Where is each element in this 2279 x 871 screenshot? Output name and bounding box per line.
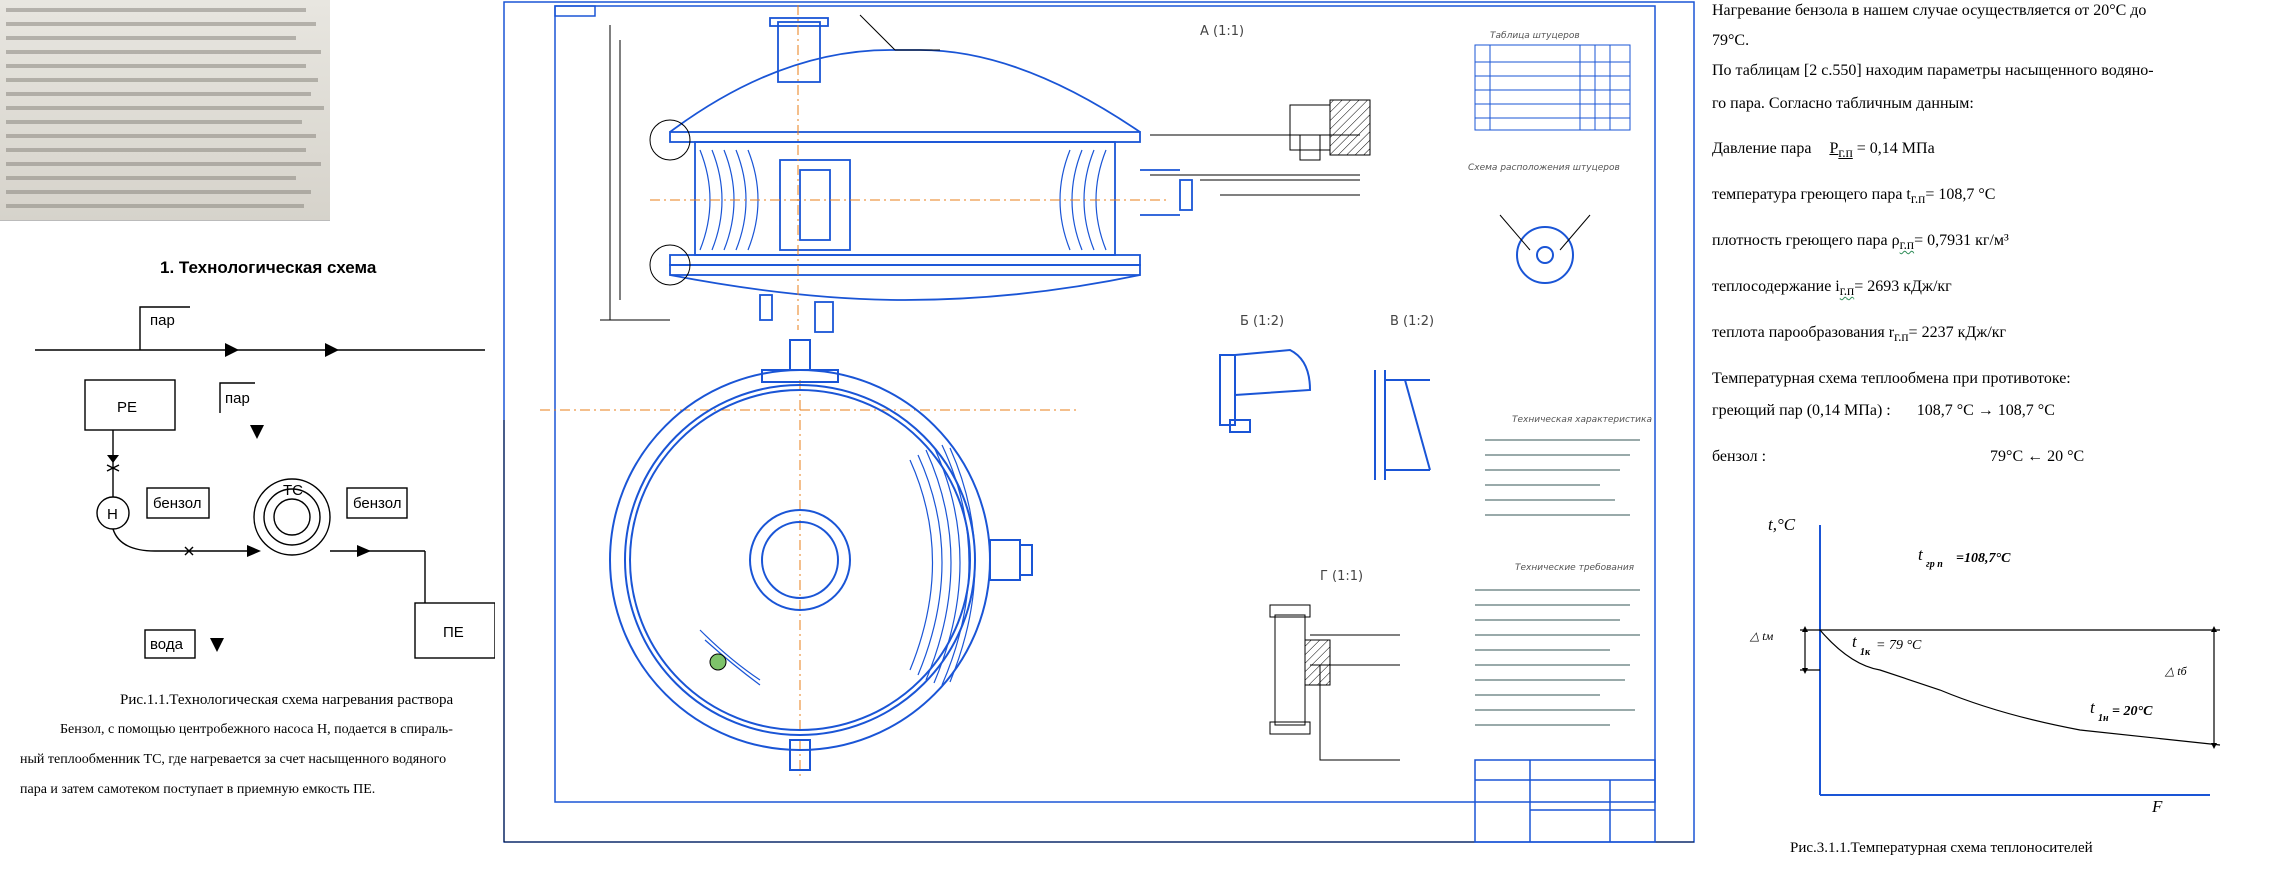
svg-text:= 20°С: = 20°С xyxy=(2112,704,2153,719)
description-line: пара и затем самотеком поступает в прием… xyxy=(20,782,376,797)
arrow-icon xyxy=(225,343,239,357)
engineering-drawing: А (1:1) Таблица штуцеров Схема расположе… xyxy=(503,1,1695,843)
pe-box xyxy=(414,602,495,659)
temperature-row: температура греющего пара tг.п= 108,7 °С xyxy=(1712,186,1996,207)
x-axis-label: F xyxy=(2151,797,2163,816)
left-panel: 1. Технологическая схема xyxy=(0,0,500,871)
re-box xyxy=(84,379,176,431)
arrow-icon xyxy=(357,545,371,557)
steam-label-2: пар xyxy=(225,390,250,407)
description-line: Бензол, с помощью центробежного насоса Н… xyxy=(60,722,453,737)
view-v-label: В (1:2) xyxy=(1390,314,1434,329)
technological-scheme: пар РЕ пар Н бензол ТС бензол вода ПЕ xyxy=(35,306,495,659)
text-line: По таблицам [2 с.550] находим параметры … xyxy=(1712,62,2154,79)
detail-b xyxy=(1219,348,1312,433)
pump-label: Н xyxy=(107,506,118,523)
arrow-down-icon xyxy=(210,638,224,652)
view-b-label: Б (1:2) xyxy=(1240,314,1284,329)
benz-cold-label: t xyxy=(2090,698,2096,717)
scheme-label: Температурная схема теплообмена при прот… xyxy=(1712,370,2071,387)
section-heading: 1. Технологическая схема xyxy=(160,258,377,277)
view-g-label: Г (1:1) xyxy=(1320,569,1363,584)
reference-list-photo xyxy=(0,0,330,221)
water-label: вода xyxy=(150,636,184,653)
vessel-side-view xyxy=(669,17,1193,333)
vessel-plan-view xyxy=(609,339,1033,771)
enthalpy-row: теплосодержание iг.п= 2693 кДж/кг xyxy=(1712,278,1952,299)
title-block xyxy=(1474,759,1656,843)
tech-title: Техническая характеристика xyxy=(1512,415,1652,425)
svg-text:1н: 1н xyxy=(2098,713,2109,724)
delta-tm-label: △ tм xyxy=(1749,629,1774,643)
density-row: плотность греющего пара ρг.п= 0,7931 кг/… xyxy=(1712,232,2009,253)
arrow-icon xyxy=(247,545,261,557)
benz-hot-label: t xyxy=(1852,632,1858,651)
heat-row: теплота парообразования rг.п= 2237 кДж/к… xyxy=(1712,324,2007,345)
delta-tb-label: △ tб xyxy=(2164,664,2188,678)
pe-label: ПЕ xyxy=(443,624,464,641)
temperature-chart: t,°С F t гр п =108,7°С t 1к = 79 °С t 1н… xyxy=(1749,515,2221,816)
benzene-in-label: бензол xyxy=(153,495,202,512)
text-line: Нагревание бензола в нашем случае осущес… xyxy=(1712,2,2147,19)
nozzle-scheme xyxy=(1516,226,1574,284)
arrow-down-icon xyxy=(107,455,119,463)
figure-caption: Рис.1.1.Технологическая схема нагревания… xyxy=(120,692,454,708)
benzene-row: бензол : 79°С ← 20 °С xyxy=(1712,448,2085,465)
steam-row: греющий пар (0,14 МПа) : 108,7 °С → 108,… xyxy=(1712,402,2055,419)
steam-label: пар xyxy=(150,312,175,329)
re-label: РЕ xyxy=(117,399,137,416)
svg-text:1к: 1к xyxy=(1860,647,1871,658)
steam-t-label: t xyxy=(1918,545,1924,564)
benzene-out-label: бензол xyxy=(353,495,402,512)
svg-text:= 79 °С: = 79 °С xyxy=(1876,638,1922,653)
pressure-row: Давление пара Pг.п = 0,14 МПа xyxy=(1712,140,1935,161)
view-a-label: А (1:1) xyxy=(1200,24,1244,39)
figure-caption-3: Рис.3.1.1.Температурная схема теплоносит… xyxy=(1790,840,2093,856)
arrow-icon xyxy=(325,343,339,357)
detail-g xyxy=(1269,604,1400,761)
exchanger-label: ТС xyxy=(283,482,303,499)
text-line: 79°С. xyxy=(1712,32,1750,49)
nozzle-table xyxy=(1474,44,1631,131)
arrow-down-icon xyxy=(250,425,264,439)
benzene-temp-curve xyxy=(1819,629,2221,746)
svg-text:=108,7°С: =108,7°С xyxy=(1956,551,2011,566)
detail-a xyxy=(1150,104,1360,196)
y-axis-label: t,°С xyxy=(1768,515,1796,534)
svg-text:гр п: гр п xyxy=(1926,559,1943,570)
nozzles-title: Схема расположения штуцеров xyxy=(1468,163,1620,173)
description-line: ный теплообменник ТС, где нагревается за… xyxy=(20,752,447,767)
table-title: Таблица штуцеров xyxy=(1490,31,1580,41)
req-title: Технические требования xyxy=(1515,563,1635,573)
detail-v xyxy=(1374,370,1431,480)
text-line: го пара. Согласно табличным данным: xyxy=(1712,95,1974,112)
exchanger-circle xyxy=(253,478,331,556)
